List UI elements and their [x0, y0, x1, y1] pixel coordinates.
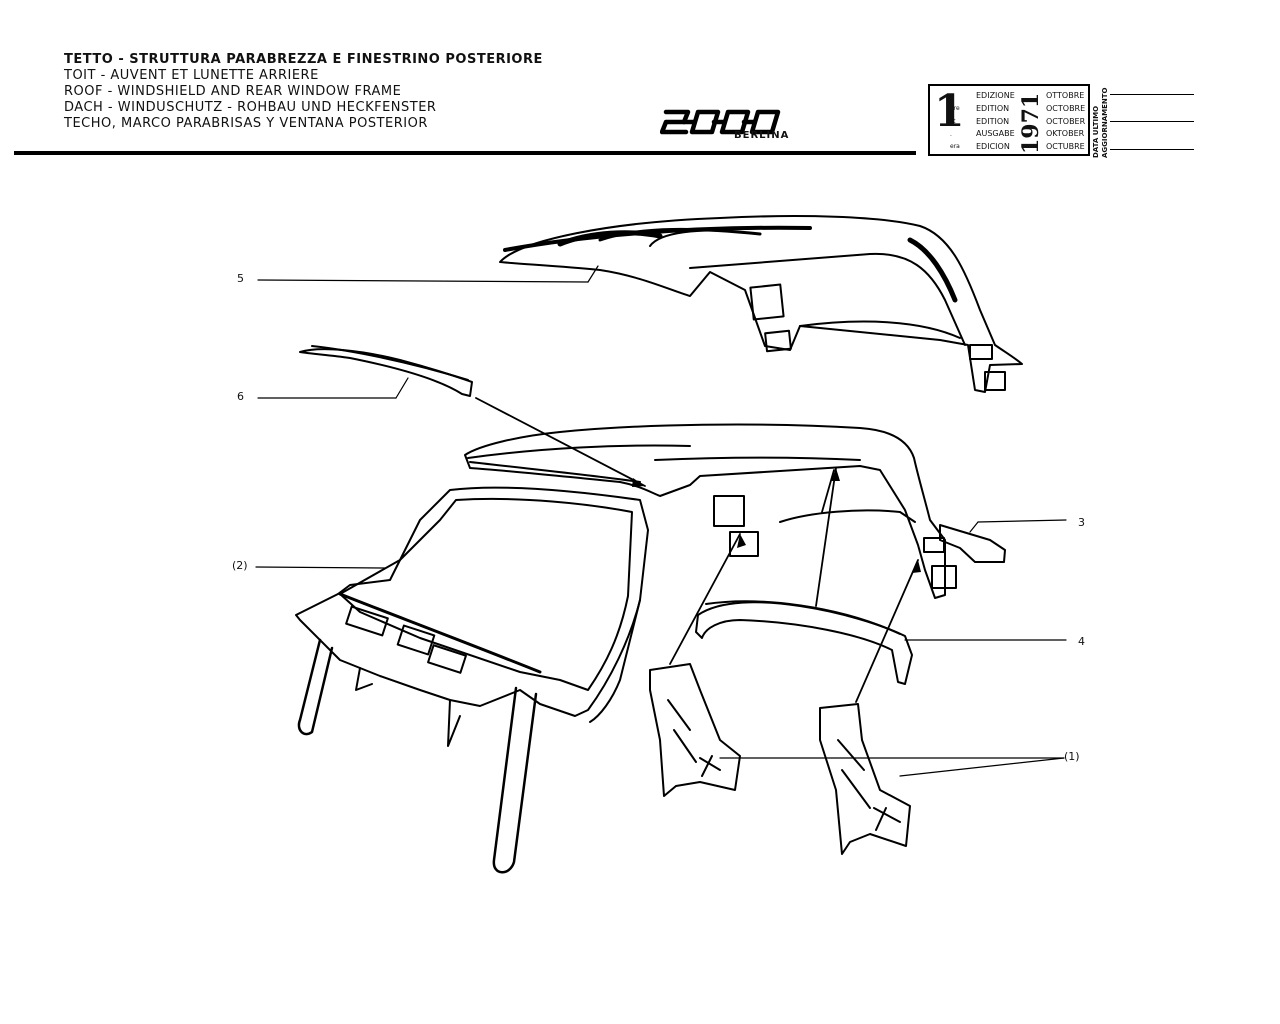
- callout-2: (2): [232, 559, 248, 572]
- edition-month: OCTOBRE: [1046, 104, 1086, 113]
- edition-suffix: ère: [950, 105, 960, 112]
- update-rule: [1110, 149, 1194, 150]
- callout-6: 6: [237, 390, 244, 403]
- callout-3: 3: [1078, 516, 1085, 529]
- edition-word: EDITION: [976, 117, 1010, 126]
- edition-suffix: era: [950, 143, 960, 150]
- edition-month: OKTOBER: [1046, 129, 1085, 138]
- title-spanish: TECHO, MARCO PARABRISAS Y VENTANA POSTER…: [64, 116, 428, 131]
- model-logo: [660, 109, 781, 135]
- assembly-arrows: [475, 397, 919, 703]
- callout-1: (1): [1064, 750, 1080, 763]
- header-titles: TETTO - STRUTTURA PARABREZZA E FINESTRIN…: [64, 52, 543, 132]
- part-windshield-frame: [295, 486, 649, 874]
- title-german: DACH - WINDUSCHUTZ - ROHBAU UND HECKFENS…: [64, 100, 437, 115]
- title-french: TOIT - AUVENT ET LUNETTE ARRIERE: [64, 68, 319, 83]
- edition-month: OTTOBRE: [1046, 91, 1085, 100]
- edition-word: EDIZIONE: [976, 91, 1015, 100]
- part-roof-shell: [464, 423, 957, 599]
- edition-suffix: .: [950, 131, 952, 138]
- part-windshield-rail: [299, 345, 473, 397]
- part-roof-panel: [499, 215, 1023, 393]
- callout-5: 5: [237, 272, 244, 285]
- title-italian: TETTO - STRUTTURA PARABREZZA E FINESTRIN…: [64, 52, 543, 67]
- callout-4: 4: [1078, 635, 1085, 648]
- update-rule: [1110, 94, 1194, 95]
- part-b-pillar-right: [819, 703, 911, 855]
- part-b-pillar-left: [649, 663, 741, 797]
- edition-word: EDITION: [976, 104, 1010, 113]
- header-rule: [14, 151, 916, 155]
- part-rear-frame: [695, 600, 913, 685]
- leader-lines: [255, 265, 1067, 777]
- edition-word: EDICION: [976, 142, 1010, 151]
- edition-number: 1: [934, 86, 965, 137]
- update-rule: [1110, 121, 1194, 122]
- edition-box: 1 a ère st . era EDIZIONE EDITION EDITIO…: [928, 84, 1090, 156]
- edition-month: OCTOBER: [1046, 117, 1086, 126]
- edition-word: AUSGABE: [976, 129, 1015, 138]
- logo-subtitle: BERLINA: [734, 130, 790, 141]
- part-rear-rail: [939, 524, 1006, 563]
- edition-month: OCTUBRE: [1046, 142, 1085, 151]
- title-english: ROOF - WINDSHIELD AND REAR WINDOW FRAME: [64, 84, 402, 99]
- edition-suffix: a: [950, 92, 954, 99]
- edition-suffix: st: [950, 118, 956, 125]
